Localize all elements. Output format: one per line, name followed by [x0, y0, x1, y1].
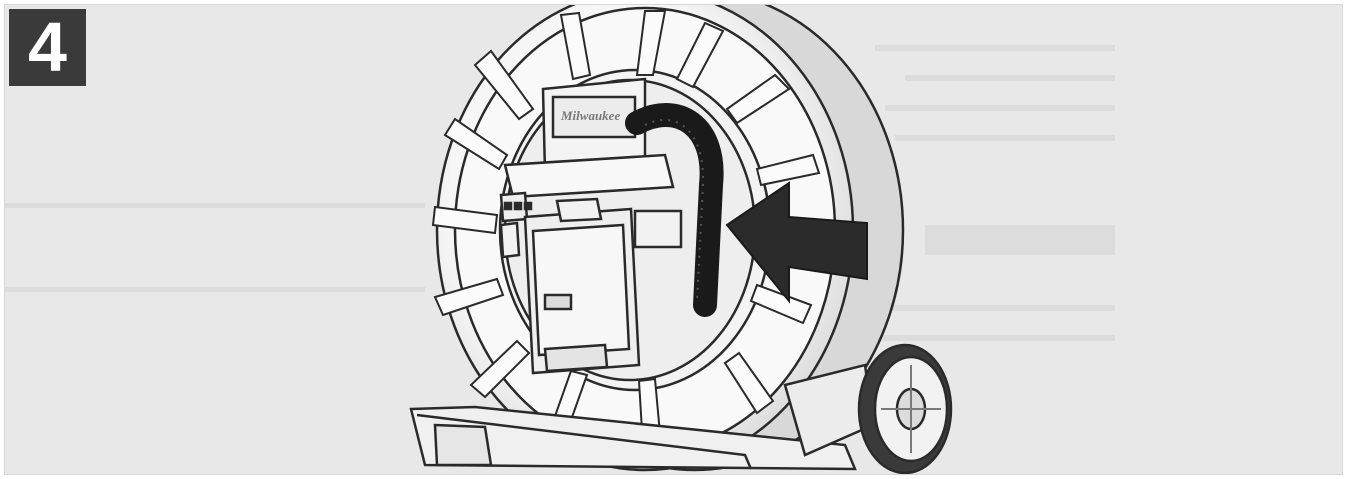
step-number-badge: 4 [9, 9, 86, 86]
brand-logo: Milwaukee [560, 108, 620, 123]
coiled-cable [625, 103, 724, 317]
reel-base-frame [409, 363, 875, 471]
background-bleed [5, 45, 1115, 341]
instruction-panel: 4 [4, 4, 1343, 475]
arrow-left-icon [725, 181, 868, 304]
wheel [857, 343, 953, 474]
hub-control-box: Milwaukee [499, 77, 675, 375]
reel-illustration: Milwaukee [5, 5, 1115, 474]
